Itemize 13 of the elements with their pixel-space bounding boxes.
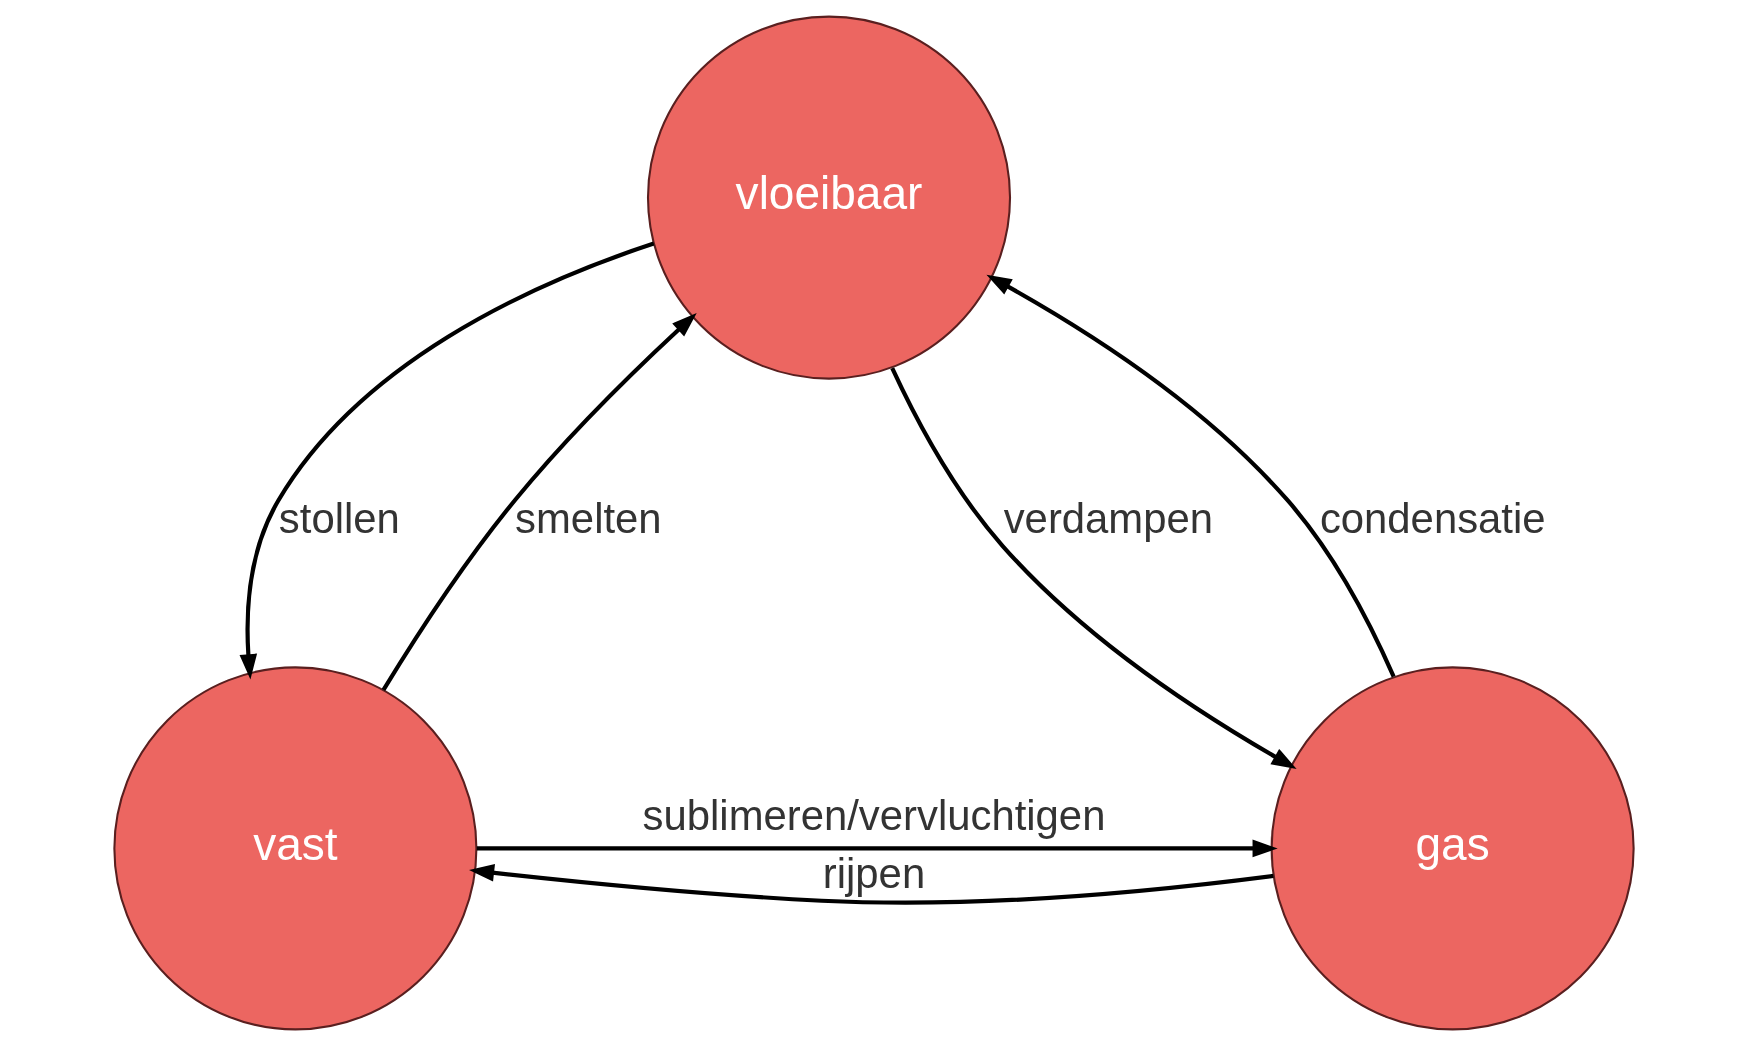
arrow xyxy=(381,312,697,692)
arrow xyxy=(890,367,1297,769)
edge-label: smelten xyxy=(515,495,662,543)
arrow xyxy=(469,864,1274,905)
arrow xyxy=(986,274,1396,678)
edge-label: verdampen xyxy=(1003,495,1214,543)
arrow xyxy=(239,241,655,680)
arrow xyxy=(476,839,1278,858)
node-circle: vast xyxy=(113,666,478,1031)
edge-label: rijpen xyxy=(822,850,926,898)
edge-label: sublimeren/vervluchtigen xyxy=(642,791,1106,839)
edge-label: stollen xyxy=(278,495,400,543)
edge-label: condensatie xyxy=(1319,495,1546,543)
